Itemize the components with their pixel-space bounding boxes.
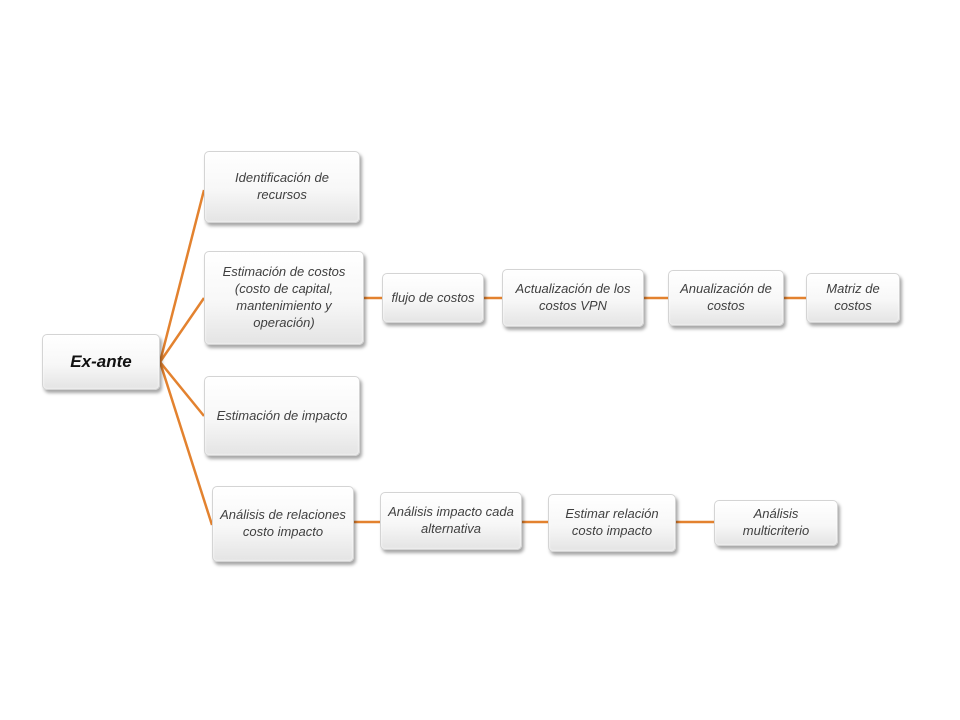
node-estimacion-impacto: Estimación de impacto [204,376,360,456]
node-flujo-costos: flujo de costos [382,273,484,323]
node-actualizacion-vpn: Actualización de los costos VPN [502,269,644,327]
node-identificacion-recursos: Identificación de recursos [204,151,360,223]
node-estimar-relacion: Estimar relación costo impacto [548,494,676,552]
connector-root-identificacion [158,189,206,363]
node-estimacion-costos: Estimación de costos (costo de capital, … [204,251,364,345]
connector-root-costos [158,297,206,363]
node-ex-ante: Ex-ante [42,334,160,390]
connector-root-estimacion-impacto [159,361,205,417]
node-matriz-costos: Matriz de costos [806,273,900,323]
node-anualizacion-costos: Anualización de costos [668,270,784,326]
node-analisis-relaciones: Análisis de relaciones costo impacto [212,486,354,562]
connector-root-analisis [158,361,214,526]
node-analisis-multicriterio: Análisis multicriterio [714,500,838,546]
node-analisis-impacto-alternativa: Análisis impacto cada alternativa [380,492,522,550]
